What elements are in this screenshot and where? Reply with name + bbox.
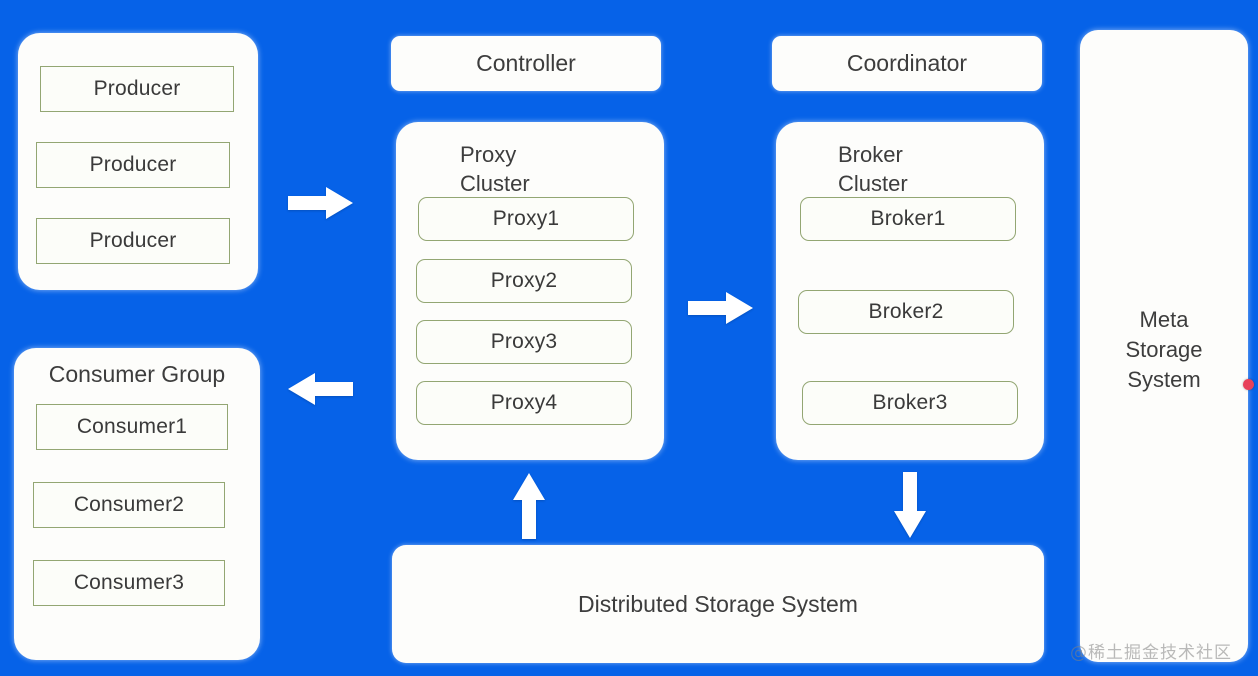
distributed-storage-box[interactable]: Distributed Storage System bbox=[392, 545, 1044, 663]
arrow-proxy-to-consumer-icon bbox=[288, 372, 354, 406]
broker-box-3[interactable]: Broker3 bbox=[802, 381, 1018, 425]
arrow-broker-to-storage-icon bbox=[893, 472, 927, 540]
arrow-proxy-to-broker-icon bbox=[688, 291, 754, 325]
producer-label-2: Producer bbox=[89, 153, 177, 176]
distributed-storage-label: Distributed Storage System bbox=[578, 590, 858, 617]
meta-storage-card bbox=[1080, 30, 1248, 662]
arrow-producer-to-proxy-icon bbox=[288, 186, 354, 220]
meta-storage-label: Meta Storage System bbox=[1125, 307, 1203, 392]
controller-label: Controller bbox=[476, 50, 576, 76]
proxy-label-2: Proxy2 bbox=[490, 269, 558, 292]
producer-box-2[interactable]: Producer bbox=[36, 142, 230, 188]
broker-cluster-title: Broker Cluster bbox=[838, 142, 908, 196]
arrow-storage-to-proxy-icon bbox=[512, 472, 546, 540]
consumer-box-3[interactable]: Consumer3 bbox=[33, 560, 225, 606]
proxy-box-2[interactable]: Proxy2 bbox=[416, 259, 632, 303]
meta-storage-marker-icon bbox=[1243, 379, 1254, 390]
producer-label-3: Producer bbox=[89, 229, 177, 252]
proxy-label-1: Proxy1 bbox=[492, 207, 560, 230]
proxy-label-4: Proxy4 bbox=[490, 391, 558, 414]
producer-label-1: Producer bbox=[93, 77, 181, 100]
coordinator-box[interactable]: Coordinator bbox=[772, 36, 1042, 91]
proxy-box-3[interactable]: Proxy3 bbox=[416, 320, 632, 364]
consumer-box-2[interactable]: Consumer2 bbox=[33, 482, 225, 528]
watermark-text: @稀土掘金技术社区 bbox=[1070, 643, 1232, 663]
consumer-label-1: Consumer1 bbox=[76, 415, 188, 438]
coordinator-label: Coordinator bbox=[846, 50, 968, 76]
producer-box-3[interactable]: Producer bbox=[36, 218, 230, 264]
consumer-group-title: Consumer Group bbox=[48, 361, 226, 387]
consumer-box-1[interactable]: Consumer1 bbox=[36, 404, 228, 450]
producer-box-1[interactable]: Producer bbox=[40, 66, 234, 112]
consumer-label-3: Consumer3 bbox=[73, 571, 185, 594]
consumer-label-2: Consumer2 bbox=[73, 493, 185, 516]
proxy-box-4[interactable]: Proxy4 bbox=[416, 381, 632, 425]
broker-label-2: Broker2 bbox=[868, 300, 944, 323]
proxy-box-1[interactable]: Proxy1 bbox=[418, 197, 634, 241]
broker-box-1[interactable]: Broker1 bbox=[800, 197, 1016, 241]
broker-label-1: Broker1 bbox=[870, 207, 946, 230]
broker-label-3: Broker3 bbox=[872, 391, 948, 414]
proxy-label-3: Proxy3 bbox=[490, 330, 558, 353]
proxy-cluster-title: Proxy Cluster bbox=[460, 142, 530, 196]
broker-box-2[interactable]: Broker2 bbox=[798, 290, 1014, 334]
controller-box[interactable]: Controller bbox=[391, 36, 661, 91]
